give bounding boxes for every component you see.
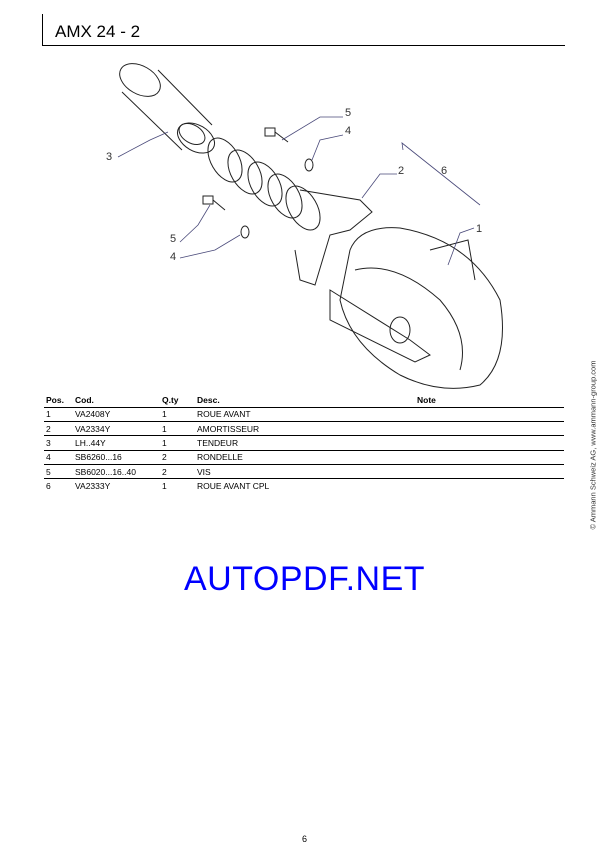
cell-desc: ROUE AVANT CPL <box>197 481 270 492</box>
cell-desc: ROUE AVANT <box>195 407 415 422</box>
cell-cod: VA2333Y <box>75 481 111 492</box>
cell-cod: SB6020...16..40 <box>73 464 160 480</box>
callout-2: 2 <box>398 165 404 177</box>
part-amortisseur <box>207 137 373 286</box>
cell-note <box>415 407 564 422</box>
callout-leaders <box>117 116 481 266</box>
cell-desc: RONDELLE <box>195 450 415 466</box>
cell-pos: 4 <box>44 450 73 466</box>
cell-desc: AMORTISSEUR <box>195 421 415 437</box>
cell-note <box>415 479 564 493</box>
cell-desc: TENDEUR <box>195 435 415 451</box>
callout-1: 1 <box>476 223 482 235</box>
callout-5b: 5 <box>170 233 176 245</box>
part-roue-avant <box>329 227 503 389</box>
page-number: 6 <box>302 834 308 844</box>
col-qty: Q.ty <box>160 394 195 408</box>
cell-note <box>415 435 564 451</box>
cell-note <box>415 464 564 480</box>
callout-4: 4 <box>345 125 351 137</box>
part-tendeur <box>119 63 215 154</box>
callout-6: 6 <box>441 165 447 177</box>
cell-cod: VA2408Y <box>73 407 160 422</box>
cell-cod: SB6260...16 <box>73 450 160 466</box>
callout-5: 5 <box>345 107 351 119</box>
cell-cod: VA2334Y <box>73 421 160 437</box>
exploded-parts-drawing: 3 5 4 2 6 1 5 4 <box>106 63 503 389</box>
cell-cod: LH..44Y <box>73 435 160 451</box>
header-rule-vertical <box>42 14 43 46</box>
part-vis <box>202 127 289 211</box>
col-note: Note <box>415 394 564 408</box>
cell-qty: 1 <box>162 481 167 492</box>
cell-note <box>415 421 564 437</box>
cell-qty: 1 <box>160 421 195 437</box>
part-rondelle <box>240 158 314 239</box>
page-title: AMX 24 - 2 <box>55 22 141 41</box>
cell-qty: 2 <box>160 450 195 466</box>
table-row: 6 VA2333Y 1 ROUE AVANT CPL <box>44 479 564 493</box>
cell-note <box>415 450 564 466</box>
cell-qty: 1 <box>160 407 195 422</box>
header-rule <box>42 45 565 46</box>
cell-desc: VIS <box>195 464 415 480</box>
cell-qty: 1 <box>160 435 195 451</box>
col-pos: Pos. <box>44 394 73 408</box>
copyright-text: © Ammann Schweiz AG, www.ammann-group.co… <box>588 360 598 530</box>
cell-pos: 6 <box>46 481 51 492</box>
cell-pos: 5 <box>44 464 73 480</box>
table-header: Pos. Cod. Q.ty Desc. Note <box>44 394 564 408</box>
cell-pos: 1 <box>44 407 73 422</box>
cell-pos: 2 <box>44 421 73 437</box>
col-desc: Desc. <box>195 394 415 408</box>
callout-3: 3 <box>106 151 112 163</box>
watermark: AUTOPDF.NET <box>184 560 426 598</box>
cell-qty: 2 <box>160 464 195 480</box>
cell-pos: 3 <box>44 435 73 451</box>
callout-4b: 4 <box>170 251 176 263</box>
col-cod: Cod. <box>73 394 160 408</box>
